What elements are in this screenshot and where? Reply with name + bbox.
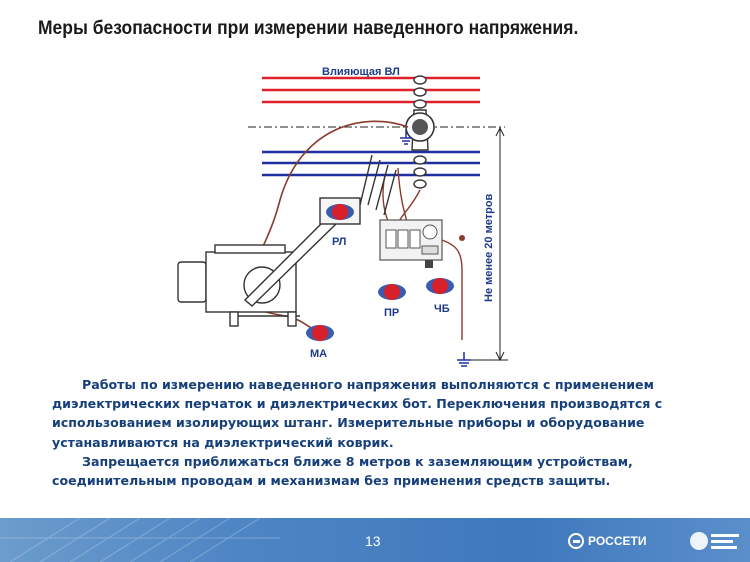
safety-diagram: Влияющая ВЛ Не менее 20 метров	[177, 66, 508, 367]
ground-wire	[441, 239, 463, 340]
page-number: 13	[365, 533, 381, 549]
paragraph-2: Запрещается приближаться ближе 8 метров …	[52, 453, 633, 489]
footer-pattern	[0, 518, 280, 562]
measuring-device	[379, 219, 443, 268]
grounding-rods	[359, 154, 397, 216]
ground-symbol	[400, 130, 412, 145]
distance-label: Не менее 20 метров	[483, 193, 495, 302]
label-rl: РЛ	[332, 236, 346, 248]
worker-ma	[306, 325, 334, 341]
label-chb: ЧБ	[434, 303, 450, 315]
footer-bar: 13 РОССЕТИ	[0, 518, 750, 562]
paragraph-1: Работы по измерению наведенного напряжен…	[52, 377, 663, 450]
mrsk-logo-icon	[690, 529, 742, 553]
label-ma: МА	[310, 348, 327, 360]
machine	[177, 197, 361, 327]
wire-clamp	[405, 112, 435, 142]
distance-dimension	[470, 126, 508, 362]
page-title: Меры безопасности при измерении наведенн…	[38, 18, 579, 39]
ground-symbol-bottom	[457, 352, 471, 367]
worker-chb	[426, 278, 454, 294]
line-label: Влияющая ВЛ	[322, 66, 400, 78]
body-text: Работы по измерению наведенного напряжен…	[52, 375, 692, 490]
rosseti-logo-icon	[568, 533, 584, 549]
red-overhead-wires	[262, 76, 480, 104]
worker-rl	[326, 204, 354, 220]
rosseti-logo-text: РОССЕТИ	[588, 534, 647, 548]
label-pr: ПР	[384, 307, 399, 319]
blue-overhead-wires	[262, 150, 480, 177]
rosseti-logo: РОССЕТИ	[568, 533, 646, 549]
worker-pr	[378, 284, 406, 300]
